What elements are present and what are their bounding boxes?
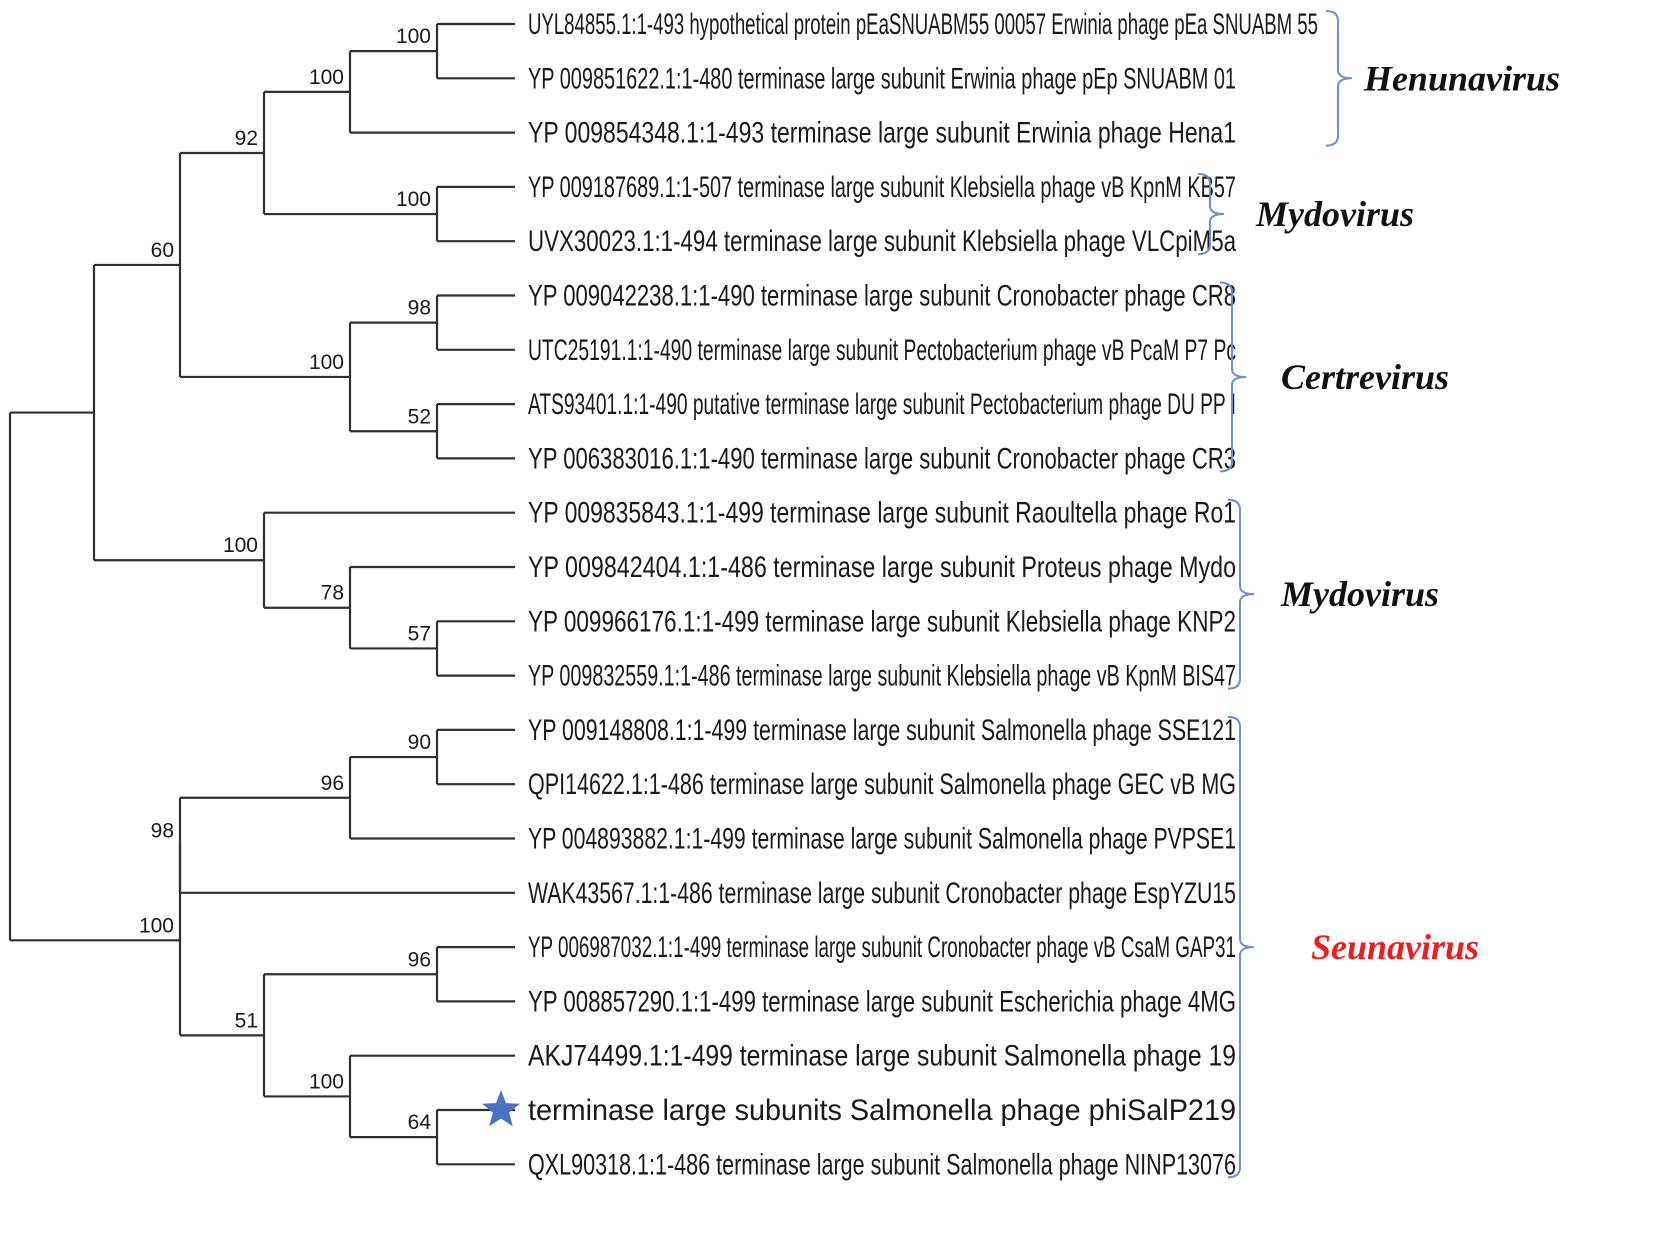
leaf-label: YP 009851622.1:1-480 terminase large sub… [528, 62, 1236, 95]
clade-bracket [1197, 172, 1225, 256]
leaf-label: YP 004893882.1:1-499 terminase large sub… [528, 823, 1236, 856]
bootstrap-value: 92 [235, 127, 258, 150]
bootstrap-value: 52 [408, 405, 431, 428]
leaf-label: YP 009832559.1:1-486 terminase large sub… [528, 660, 1236, 693]
bootstrap-value: 57 [408, 622, 431, 645]
leaf-label: QPI14622.1:1-486 terminase large subunit… [528, 768, 1236, 801]
bootstrap-value: 51 [235, 1009, 258, 1032]
bootstrap-value: 100 [139, 914, 174, 937]
leaf-label: YP 009835843.1:1-499 terminase large sub… [528, 497, 1236, 530]
bootstrap-value: 98 [151, 819, 174, 842]
leaf-label: WAK43567.1:1-486 terminase large subunit… [528, 877, 1236, 910]
bootstrap-value: 100 [396, 25, 431, 48]
leaf-label: YP 006383016.1:1-490 terminase large sub… [528, 442, 1236, 475]
bootstrap-value: 100 [396, 188, 431, 211]
bootstrap-value: 64 [408, 1111, 432, 1134]
genus-label: Certrevirus [1281, 357, 1449, 397]
bootstrap-value: 100 [223, 534, 258, 557]
bootstrap-value: 78 [321, 582, 344, 605]
leaf-label: YP 009187689.1:1-507 terminase large sub… [528, 171, 1236, 204]
star-icon [482, 1090, 520, 1127]
leaf-label: YP 006987032.1:1-499 terminase large sub… [528, 931, 1236, 964]
leaf-label: UVX30023.1:1-494 terminase large subunit… [528, 225, 1236, 258]
bootstrap-value: 60 [151, 239, 174, 262]
bootstrap-value: 90 [408, 731, 431, 754]
leaf-labels: UYL84855.1:1-493 hypothetical protein pE… [482, 8, 1318, 1181]
clade-brackets: HenunavirusMydovirusCertrevirusMydovirus… [1197, 10, 1560, 1179]
leaf-label: YP 009042238.1:1-490 terminase large sub… [528, 280, 1236, 313]
leaf-label: UYL84855.1:1-493 hypothetical protein pE… [528, 8, 1318, 41]
clade-bracket [1227, 498, 1255, 690]
leaf-label: YP 009966176.1:1-499 terminase large sub… [528, 605, 1236, 638]
clade-bracket [1325, 10, 1353, 147]
tree-branches [8, 22, 515, 1166]
genus-label: Seunavirus [1311, 927, 1479, 967]
genus-label: Mydovirus [1255, 194, 1414, 234]
leaf-label: QXL90318.1:1-486 terminase large subunit… [528, 1148, 1236, 1181]
leaf-label: YP 009842404.1:1-486 terminase large sub… [528, 551, 1236, 584]
clade-bracket [1219, 281, 1247, 473]
leaf-label: YP 009854348.1:1-493 terminase large sub… [528, 117, 1236, 150]
bootstrap-value: 96 [408, 948, 431, 971]
clade-bracket [1227, 715, 1255, 1179]
genus-label: Henunavirus [1363, 58, 1560, 98]
leaf-label: AKJ74499.1:1-499 terminase large subunit… [528, 1040, 1236, 1073]
leaf-label: YP 008857290.1:1-499 terminase large sub… [528, 985, 1236, 1018]
leaf-label: UTC25191.1:1-490 terminase large subunit… [528, 334, 1236, 367]
leaf-label: YP 009148808.1:1-499 terminase large sub… [528, 714, 1236, 747]
bootstrap-value: 96 [321, 772, 344, 795]
leaf-label: ATS93401.1:1-490 putative terminase larg… [528, 388, 1236, 421]
bootstrap-value: 100 [309, 66, 344, 89]
bootstrap-value: 100 [309, 351, 344, 374]
bootstrap-value: 98 [408, 297, 431, 320]
bootstrap-values: 100 100 100 92 98 52 100 60 57 78 100 90 96 98 96 64 100… [139, 25, 431, 1134]
genus-label: Mydovirus [1280, 574, 1439, 614]
leaf-label: terminase large subunits Salmonella phag… [528, 1094, 1236, 1127]
bootstrap-value: 100 [309, 1070, 344, 1093]
